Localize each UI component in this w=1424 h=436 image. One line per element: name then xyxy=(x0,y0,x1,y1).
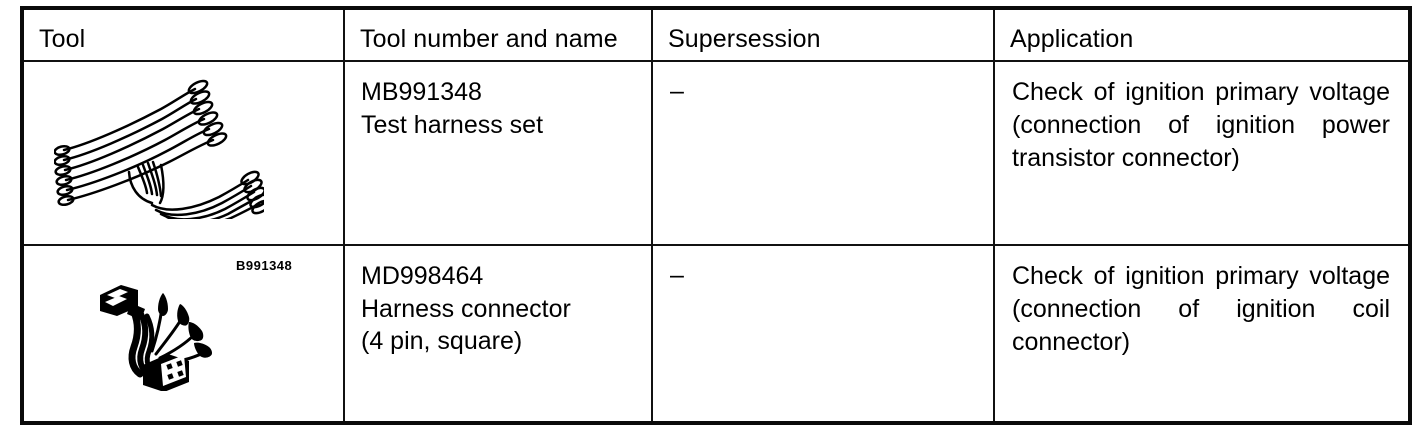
application-text: Check of ignition primary voltage (conne… xyxy=(1012,262,1390,356)
column-header-supersession: Supersession xyxy=(651,7,995,62)
table-header-row: Tool Tool number and name Supersession A… xyxy=(21,7,1411,62)
tool-name: Test harness set xyxy=(361,110,544,139)
table-row: MD998464 Harness connector (4 pin, squar… xyxy=(21,244,1411,424)
supersession-value: – xyxy=(670,261,684,289)
tool-illustration-cell: B991348 xyxy=(21,60,345,273)
tool-illustration-cell xyxy=(21,244,345,424)
application-cell: Check of ignition primary voltage (conne… xyxy=(993,244,1411,424)
supersession-cell: – xyxy=(651,60,995,246)
application-text: Check of ignition primary voltage (conne… xyxy=(1012,78,1390,172)
column-header-tool-label: Tool xyxy=(39,25,86,53)
application-cell: Check of ignition primary voltage (conne… xyxy=(993,60,1411,246)
column-header-application: Application xyxy=(993,7,1411,62)
column-header-tool: Tool xyxy=(21,7,345,62)
column-header-application-label: Application xyxy=(1010,25,1134,53)
column-header-tool-number-and-name-label: Tool number and name xyxy=(360,25,618,53)
illustration-caption: B991348 xyxy=(236,258,293,273)
tool-name-detail: (4 pin, square) xyxy=(361,327,523,355)
test-harness-set-illustration xyxy=(54,74,264,219)
supersession-cell: – xyxy=(651,244,995,424)
supersession-value: – xyxy=(670,77,684,105)
table-row: B991348 MB991348 Test harness set – xyxy=(21,60,1411,273)
special-tools-table: Tool Tool number and name Supersession A… xyxy=(20,6,1412,425)
tool-number: MD998464 xyxy=(361,262,484,290)
harness-connector-illustration xyxy=(82,266,257,391)
column-header-supersession-label: Supersession xyxy=(668,25,821,53)
tool-number: MB991348 xyxy=(361,78,482,106)
tool-name: Harness connector xyxy=(361,294,571,323)
column-header-tool-number-and-name: Tool number and name xyxy=(343,7,653,62)
tool-number-name-cell: MD998464 Harness connector (4 pin, squar… xyxy=(343,244,653,424)
tool-number-name-cell: MB991348 Test harness set xyxy=(343,60,653,246)
